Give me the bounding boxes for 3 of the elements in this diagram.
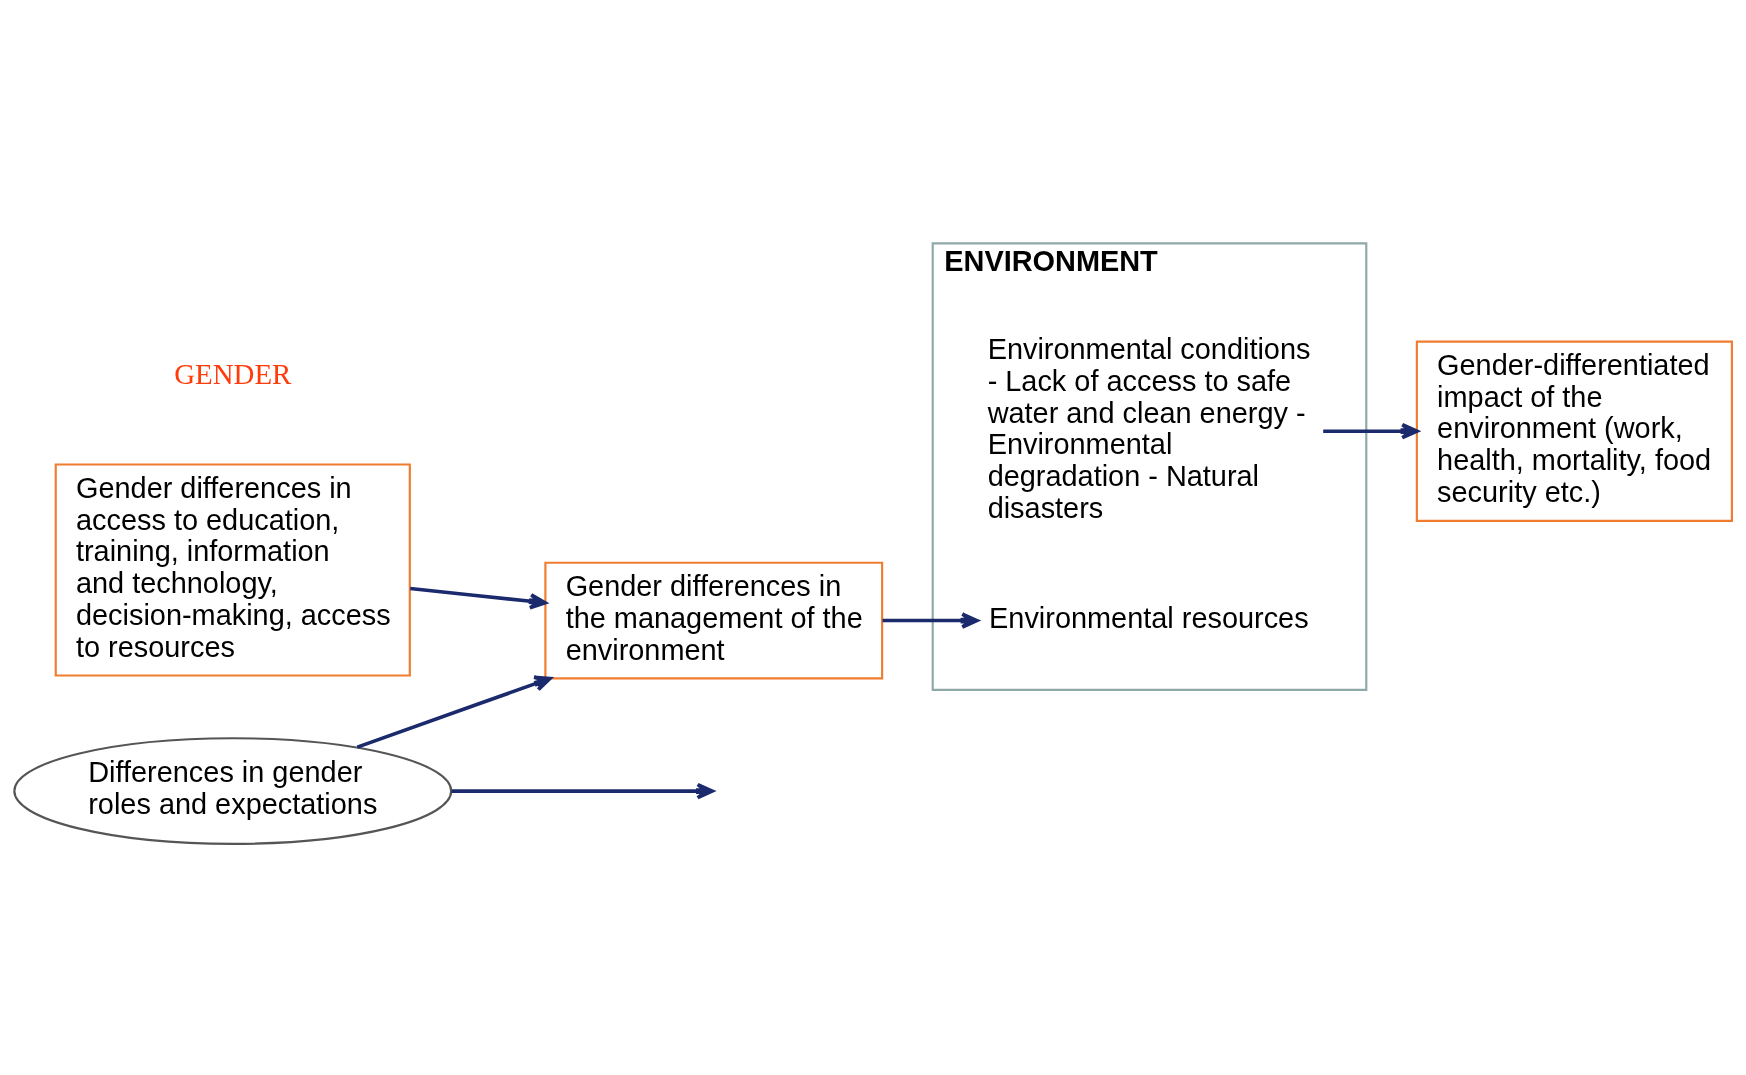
label: GENDER [174, 357, 292, 390]
node-text: Environmental resources [989, 601, 1309, 634]
node-text: Environmental conditions - Lack of access to safe water and clean energy - Environmental degradation - Natural disasters [987, 332, 1311, 524]
